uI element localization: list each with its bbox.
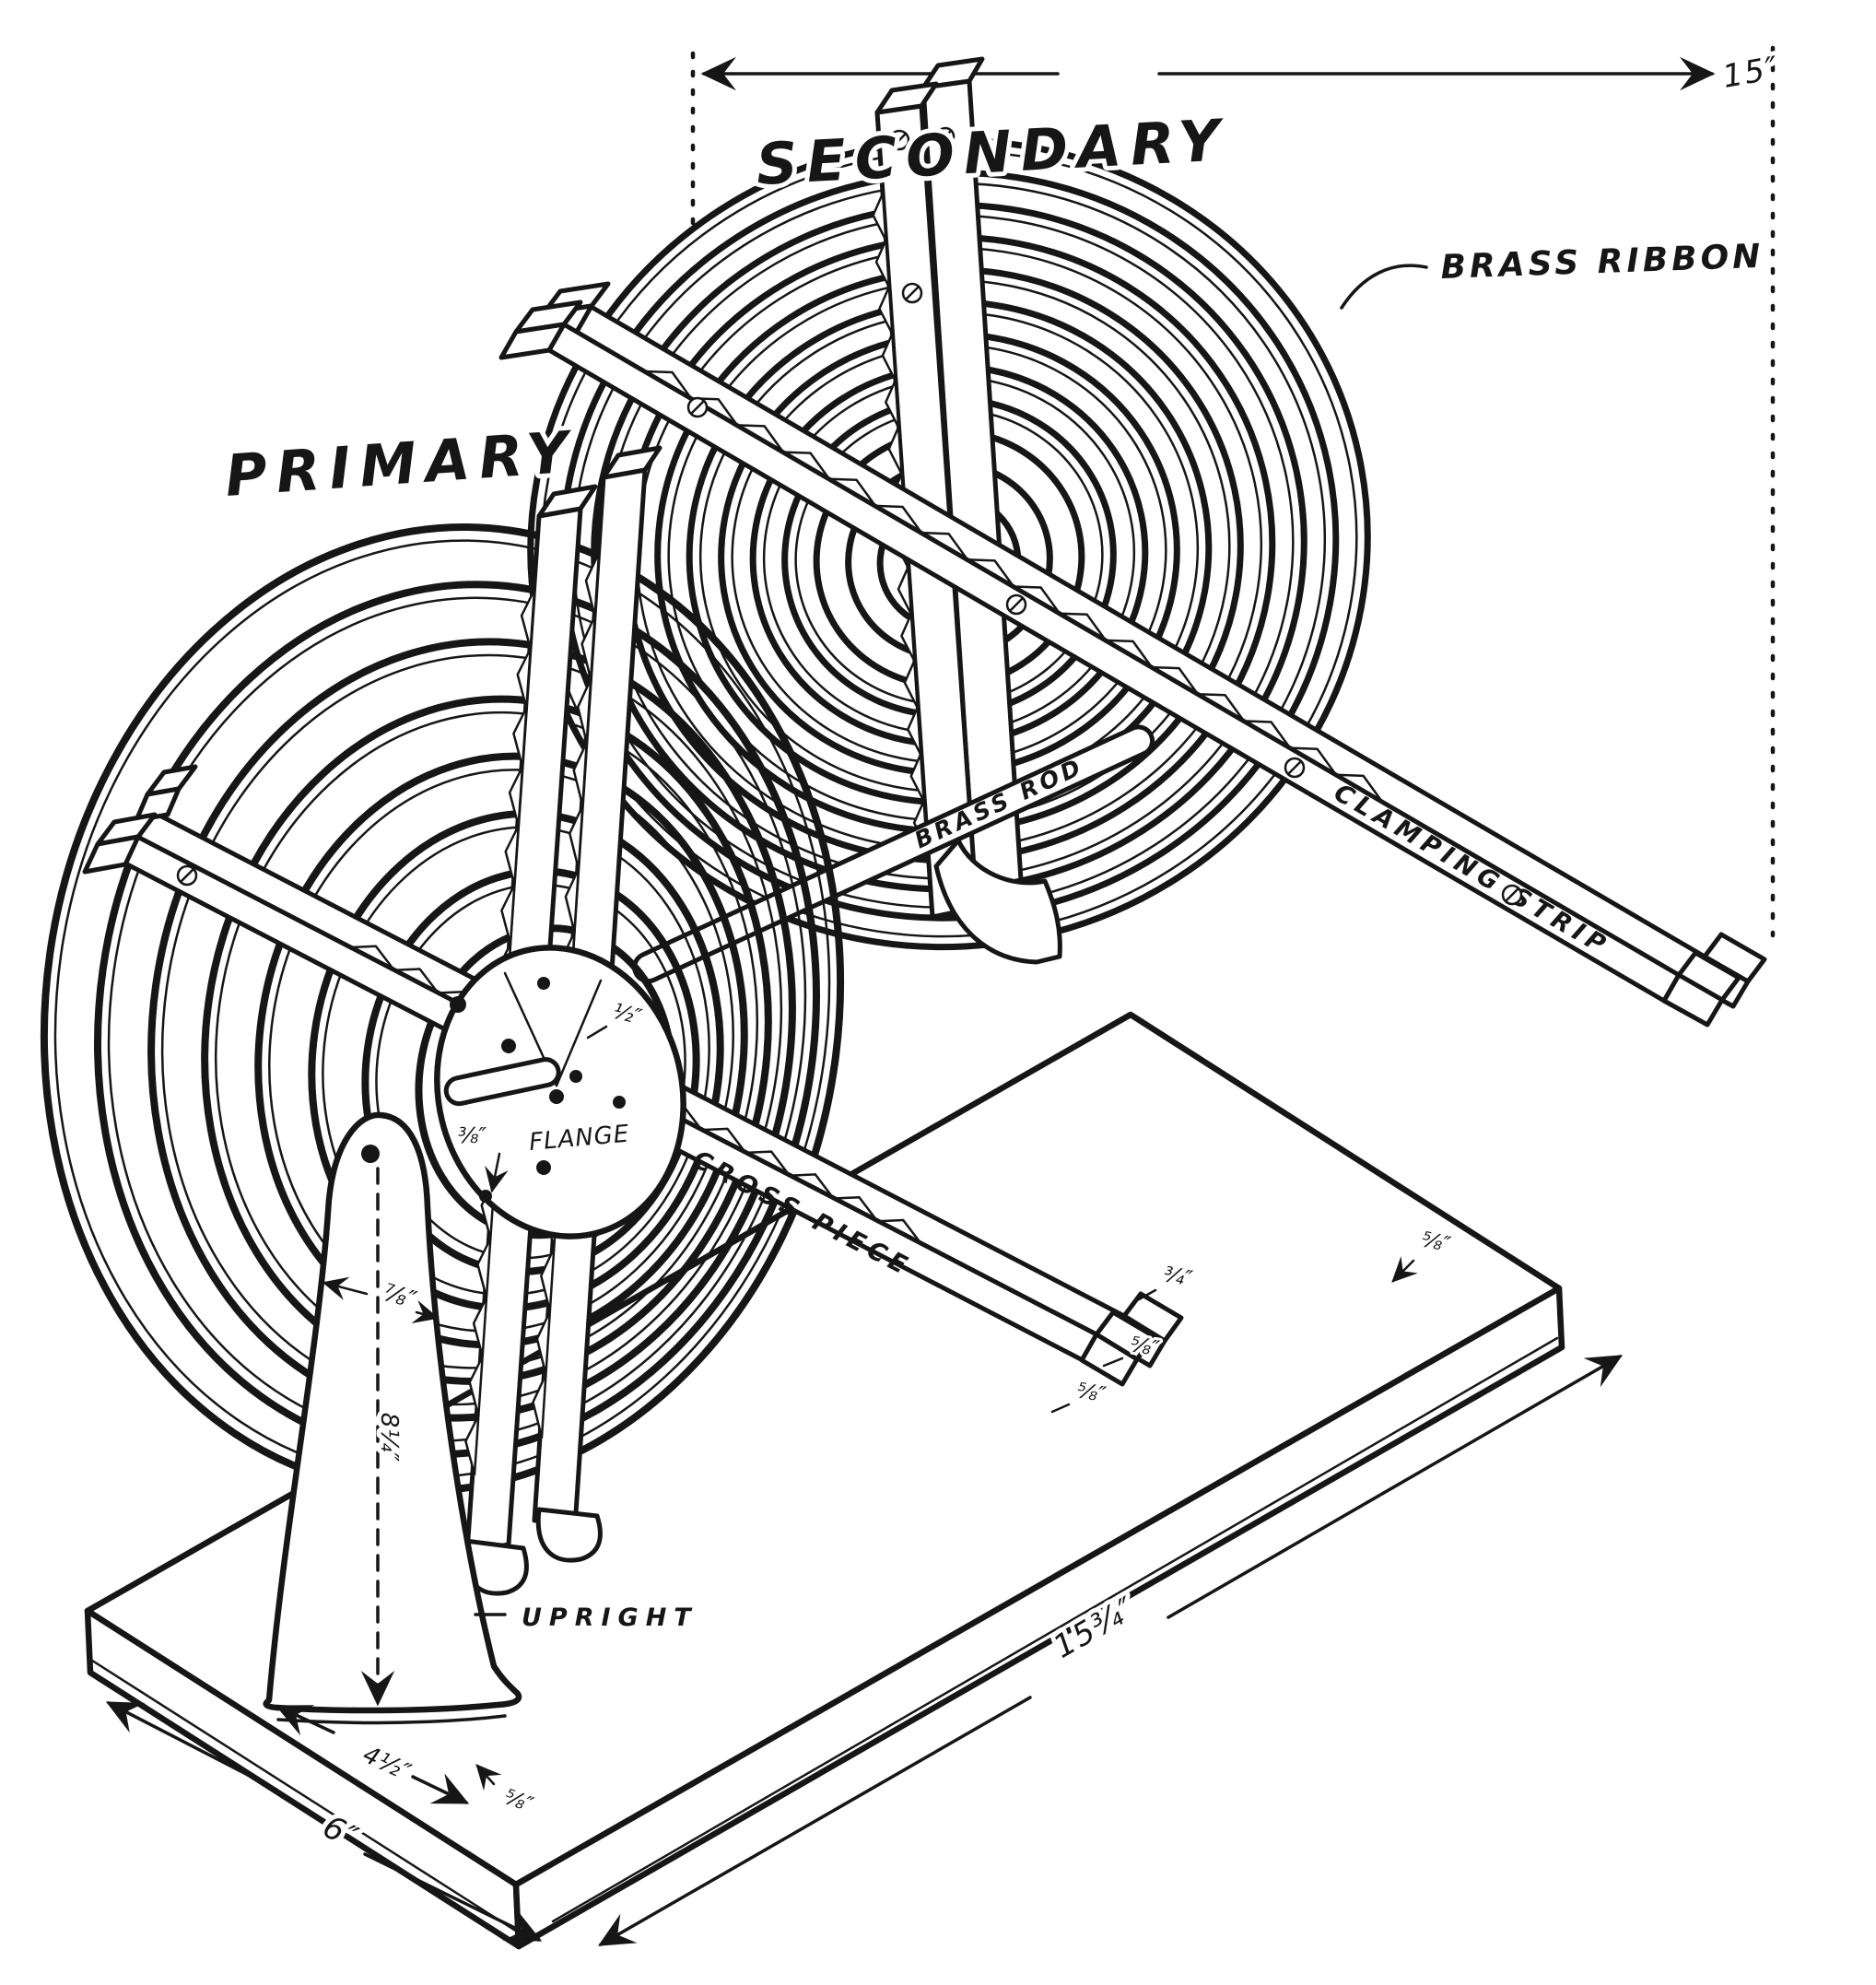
secondary-support-wedge [933,838,1062,965]
primary-title: PRIMARY [223,417,580,510]
flange-center-hole [549,1089,564,1104]
clamping-strip-label: CLAMPING STRIP [1329,779,1614,962]
flange: FLANGE ⅜″ ½″ [434,945,686,1239]
dim-line-foot-right [411,1773,470,1804]
base-left-seam [88,1657,519,1933]
primary-front-strip-endblock-face [1079,1332,1140,1387]
brass-ribbon-leader [1340,264,1428,310]
dim-line-1534-right [1167,1355,1624,1619]
bolt-icon [1501,884,1523,906]
dim-flange-thickness: ⅜″ [458,1124,487,1148]
secondary-front-strip-end-face [498,322,567,360]
primary-rear-strip-end-face [134,786,182,823]
strip-end-tick [1137,1288,1157,1301]
flange-shaft-rod [443,1057,561,1107]
dim-strip-end-top: ¾″ [1162,1263,1194,1291]
bolt-icon [1284,757,1306,779]
primary-rear-bar-foot [535,1507,603,1563]
secondary-rear-bar-cap [920,56,985,90]
dim-strip-end-bottom: ⅝″ [1075,1379,1108,1407]
upright-body [263,1111,522,1714]
flange-bolt-holes [450,977,626,1203]
strip-end-tick [1102,1357,1124,1368]
primary-assembly: CROSS PIECE FLANGE ⅜″ [40,413,1184,1596]
upright-bolt-hole [361,1145,380,1163]
secondary-front-bar-cap [874,81,939,115]
dim-line-1534-left [597,1696,1032,1946]
base-corner-arrow [1391,1256,1418,1283]
upright-label: UPRIGHT [522,1603,698,1632]
upright-width-arrow-left [322,1276,369,1300]
upright-width-arrow-right [411,1299,440,1323]
brass-ribbon-label: BRASS RIBBON [1440,238,1765,287]
bolt-icon [176,864,198,887]
bolt-icon [1005,593,1027,616]
primary-front-strip-end-face [82,834,141,875]
foot-edge-arrow [475,1764,502,1791]
bolt-icon [888,129,910,151]
upright: ⅞″ 8¼″ UPRIGHT [263,1111,698,1725]
flange-rim-tick [586,1025,608,1039]
primary-front-bar-cap [536,484,598,519]
bolt-icon [901,282,923,304]
strip-end-tick [1050,1403,1071,1414]
dim-upright-height: 8¼″ [375,1413,403,1462]
secondary-front-strip-endblock-face [1661,972,1725,1028]
primary-rear-bar-cap [601,445,662,480]
bolt-heads-secondary [686,126,1523,906]
dim-line-6-right [363,1852,543,1942]
dim-line-6-left [105,1701,278,1791]
secondary-title: SECONDARY [755,106,1231,198]
bolt-icon [935,126,956,147]
flange-thickness-arrow [485,1152,509,1193]
bolt-icon [686,396,709,418]
dim-line-foot-left [275,1705,335,1736]
secondary-assembly: CLAMPING STRIP BRASS ROD SECONDARY BRASS… [498,56,1769,1028]
dim-strip-end-mid: ⅝″ [1129,1333,1161,1361]
flange-spoke [555,979,603,1087]
base-front-seam [551,1336,1559,1923]
